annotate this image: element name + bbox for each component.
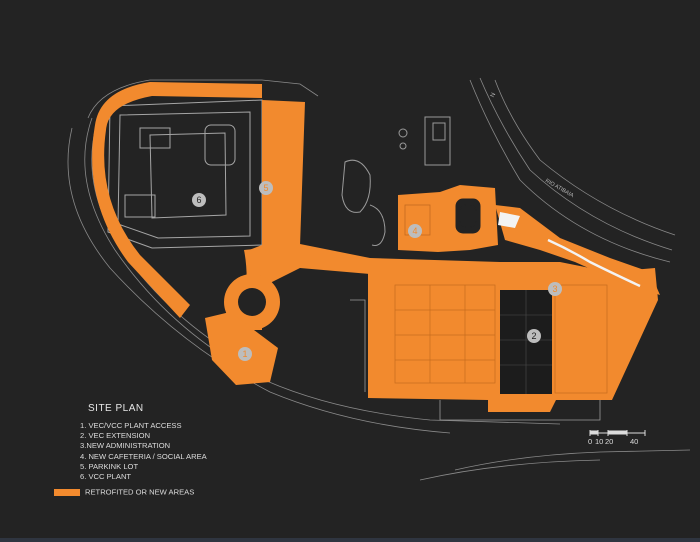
vcc-plant-building [107,99,263,249]
area-markers: 1 2 3 4 5 6 [192,181,562,361]
marker-label-1: 1 [242,349,247,359]
marker-label-6: 6 [196,195,201,205]
terrain-lines [67,77,691,481]
marker-label-4: 4 [412,226,417,236]
legend-item: 4. NEW CAFETERIA / SOCIAL AREA [80,451,207,461]
legend-item: 3.NEW ADMINISTRATION [80,441,171,451]
marker-3 [548,282,562,296]
cafeteria-area [398,185,498,252]
marker-label-3: 3 [552,284,557,294]
vec-extension-area [368,262,658,412]
scale-tick-label: 40 [630,437,639,446]
marker-label-5: 5 [263,183,268,193]
scale-tick-label: 20 [605,437,614,446]
marker-6 [192,193,206,207]
legend-item: 1. VEC/VCC PLANT ACCESS [80,421,182,430]
scale-bar [589,430,646,436]
scale-tick-label: 10 [595,437,604,446]
scale-tick-label: 0 [588,437,593,446]
marker-label-2: 2 [531,331,536,341]
roundabout-island [238,288,266,316]
pond-outlines [341,116,451,246]
marker-2 [527,329,541,343]
legend-key: RETROFITED OR NEW AREAS [54,487,194,497]
riverside-landscape [495,205,660,295]
marker-5 [259,181,273,195]
legend-item: 5. PARKINK LOT [80,461,139,471]
legend-list: 1. VEC/VCC PLANT ACCESS 2. VEC EXTENSION… [80,421,207,482]
legend-item: 2. VEC EXTENSION [80,431,151,441]
marker-4 [408,224,422,238]
lower-building-edge [350,299,601,421]
legend-item: 6. VCC PLANT [80,472,132,482]
legend-swatch [54,488,80,496]
legend-title: SITE PLAN [88,403,144,414]
parking-lot-area [244,100,305,252]
legend-key-label: RETROFITED OR NEW AREAS [85,487,195,497]
bottom-strip [0,538,700,542]
marker-1 [238,347,252,361]
